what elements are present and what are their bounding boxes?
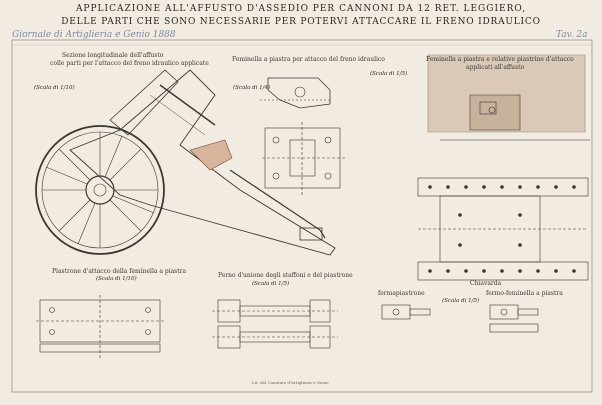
caption-attachment-plate: Piastrone d'attacco della feminella a pi… — [52, 268, 187, 275]
caption-bracket-rivets-2: applicati all'affusto — [466, 64, 525, 71]
caption-section-1: Sezione longitudinale dell'affusto — [62, 52, 164, 59]
label-fermo-feminella: fermo-feminella a piastra — [486, 290, 563, 297]
plate-bracket-side — [260, 77, 331, 109]
keys-drawing — [381, 304, 539, 333]
journal-header: Giornale di Artiglieria e Genio 1888 — [12, 30, 176, 40]
label-chiavarda: Chiavarda — [470, 280, 502, 287]
plate-bracket-plan — [262, 122, 345, 195]
plate-number: Tav. 2a — [556, 30, 588, 40]
attachment-plate-drawing — [36, 295, 165, 358]
scale-plate-bracket-1: (Scala di 1/5) — [370, 71, 408, 77]
bolt-drawing — [212, 299, 338, 349]
title-line-1: APPLICAZIONE ALL'AFFUSTO D'ASSEDIO PER C… — [75, 4, 527, 14]
caption-plate-bracket: Feminella a piastra per attacco del fren… — [232, 56, 385, 63]
wheel-drawing — [35, 125, 165, 255]
scale-bolt: (Scala di 1/5) — [252, 281, 290, 287]
caption-bracket-rivets-1: Feminella a piastra e relative piastrine… — [426, 56, 574, 63]
barrel-bracket — [427, 54, 590, 141]
carriage-trail — [69, 69, 336, 256]
caption-section-2: colle parti per l'attacco del freno idra… — [50, 60, 209, 67]
caption-bolt: Perno d'unione degli staffoni e del pias… — [218, 272, 353, 279]
scale-keys: (Scala di 1/5) — [442, 298, 480, 304]
title-line-2: DELLE PARTI CHE SONO NECESSARIE PER POTE… — [61, 17, 541, 27]
scale-attachment-plate: (Scala di 1/10) — [96, 276, 137, 282]
label-fermapiastrone: fermapiastrone — [378, 290, 425, 297]
scale-section: (Scala di 1/10) — [34, 85, 75, 91]
rail-plan-view — [417, 177, 589, 281]
scale-plate-bracket-2: (Scala di 1/4) — [233, 85, 271, 91]
footer-imprint: Lit. del Comitato d'Artiglieria e Genio — [252, 380, 329, 385]
